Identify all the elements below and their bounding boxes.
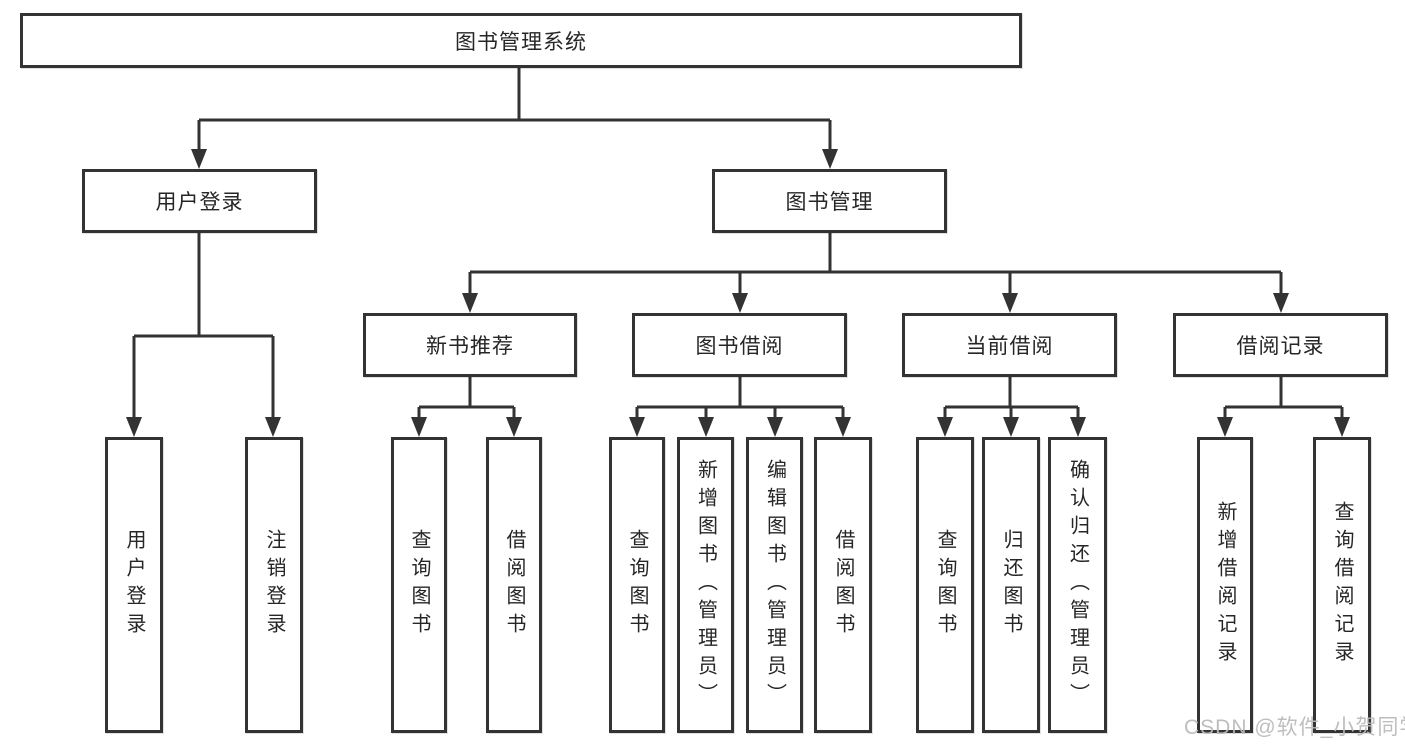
- leaf-add-book-admin: 新增图书（管理员）: [677, 437, 734, 733]
- node-user-login-branch: 用户登录: [82, 169, 317, 233]
- leaf-label: 查询图书: [626, 529, 648, 641]
- node-label: 图书借阅: [695, 335, 784, 358]
- leaf-query-borrow-record: 查询借阅记录: [1313, 437, 1371, 733]
- node-book-borrow: 图书借阅: [632, 313, 847, 377]
- leaf-label: 编辑图书（管理员）: [763, 459, 786, 711]
- leaf-borrow-book-2: 借阅图书: [814, 437, 872, 733]
- watermark: CSDN @软件_小贺同学: [1184, 716, 1405, 739]
- leaf-logout: 注销登录: [245, 437, 303, 733]
- node-label: 用户登录: [155, 191, 244, 214]
- leaf-borrow-book-1: 借阅图书: [486, 437, 542, 733]
- leaf-query-book-3: 查询图书: [916, 437, 974, 733]
- leaf-edit-book-admin: 编辑图书（管理员）: [746, 437, 803, 733]
- leaf-return-book: 归还图书: [982, 437, 1040, 733]
- leaf-label: 借阅图书: [503, 529, 525, 641]
- leaf-label: 查询图书: [408, 529, 430, 641]
- leaf-label: 查询图书: [934, 529, 956, 641]
- leaf-label: 新增借阅记录: [1214, 501, 1236, 669]
- arrowhead-icons: [126, 149, 1350, 437]
- leaf-query-book-2: 查询图书: [609, 437, 665, 733]
- leaf-label: 用户登录: [123, 529, 145, 641]
- leaf-add-borrow-record: 新增借阅记录: [1197, 437, 1253, 733]
- leaf-label: 归还图书: [1000, 529, 1022, 641]
- node-label: 图书管理系统: [455, 30, 587, 54]
- node-library-management-system: 图书管理系统: [20, 13, 1022, 68]
- leaf-label: 确认归还（管理员）: [1066, 459, 1089, 711]
- node-new-book-recommend: 新书推荐: [363, 313, 577, 377]
- node-label: 新书推荐: [426, 335, 514, 358]
- node-borrow-records: 借阅记录: [1173, 313, 1388, 377]
- node-label: 图书管理: [785, 191, 874, 214]
- leaf-label: 借阅图书: [832, 529, 854, 641]
- leaf-query-book-1: 查询图书: [391, 437, 447, 733]
- leaf-confirm-return-admin: 确认归还（管理员）: [1048, 437, 1107, 733]
- node-label: 当前借阅: [965, 335, 1054, 358]
- node-book-management-branch: 图书管理: [712, 169, 947, 233]
- node-current-borrow: 当前借阅: [902, 313, 1117, 377]
- node-label: 借阅记录: [1236, 335, 1325, 358]
- leaf-label: 查询借阅记录: [1331, 501, 1353, 669]
- leaf-label: 注销登录: [263, 529, 285, 641]
- leaf-label: 新增图书（管理员）: [694, 459, 717, 711]
- leaf-user-login: 用户登录: [105, 437, 163, 733]
